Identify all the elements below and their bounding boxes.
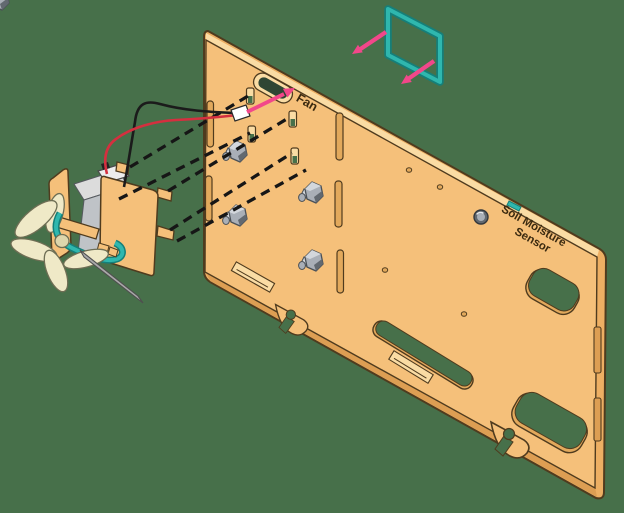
etched-slot <box>388 349 434 385</box>
panel-cutout <box>525 267 580 316</box>
wire-connector <box>230 104 251 122</box>
panel-top-bevel <box>206 33 599 257</box>
screw-head <box>473 209 489 225</box>
panel-long-slot <box>372 320 474 390</box>
panel-vertical-slots <box>204 100 345 294</box>
assembly-direction-arrow-icon <box>352 30 388 54</box>
mounting-panel: Fan Soil Moisture Sensor <box>0 0 608 500</box>
panel-edge-notches <box>593 326 602 442</box>
sensor-frame-icon <box>384 5 444 86</box>
standoff-posts <box>0 0 324 272</box>
panel-cutout <box>511 391 588 454</box>
red-wire <box>104 113 239 175</box>
fan-hub <box>54 233 70 249</box>
hook-slot <box>489 420 530 459</box>
sensor-tab <box>506 200 522 212</box>
black-wire <box>122 101 235 188</box>
fan-shaft <box>79 249 144 304</box>
alignment-dashed-lines <box>118 94 307 243</box>
hook-slot <box>274 303 309 336</box>
panel-small-holes <box>381 167 468 317</box>
fan-wires <box>104 101 251 188</box>
wire-insert-arrow-icon <box>246 88 295 114</box>
etched-slot <box>230 261 276 293</box>
assembly-direction-arrow-icon <box>401 59 436 84</box>
